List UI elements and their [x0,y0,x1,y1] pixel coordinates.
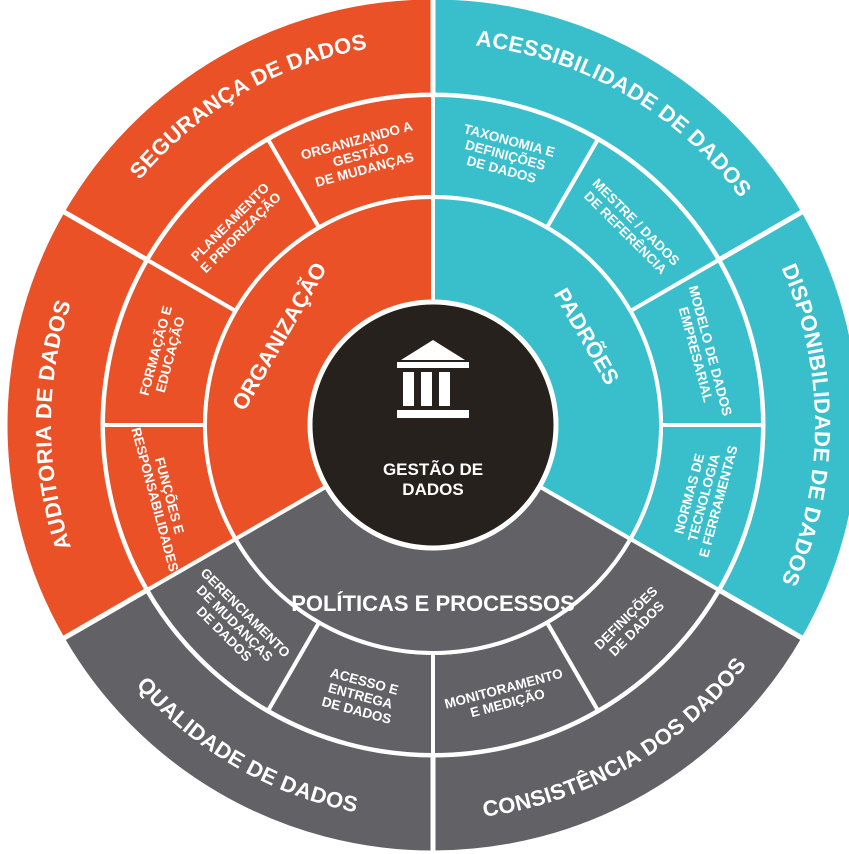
core-hub: GESTÃO DE DADOS [307,299,559,551]
bank-building-icon [397,340,469,418]
core-title-line-2: DADOS [402,480,463,499]
core-title-line-1: GESTÃO DE [383,459,483,479]
middle-label-politicas: POLÍTICAS E PROCESSOS [291,591,575,616]
core-circle [307,299,559,551]
